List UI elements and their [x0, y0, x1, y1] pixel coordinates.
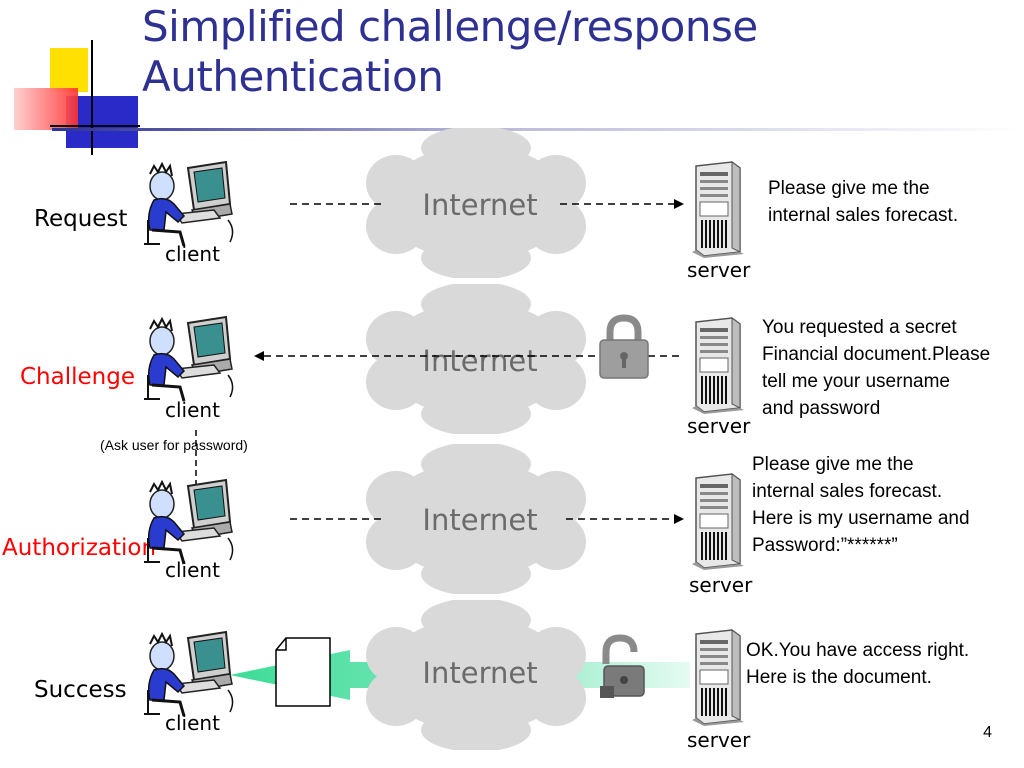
client-computer-icon — [140, 160, 240, 250]
server-label: server — [687, 728, 751, 752]
internet-label: Internet — [422, 188, 538, 222]
internet-label: Internet — [422, 656, 538, 690]
step-label-challenge: Challenge — [20, 364, 135, 390]
server-tower-icon — [688, 628, 748, 728]
server-label: server — [689, 573, 753, 597]
server-label: server — [687, 414, 751, 438]
page-title: Simplified challenge/response Authentica… — [142, 2, 1002, 102]
client-label: client — [165, 711, 220, 735]
title-line-2: Authentication — [142, 52, 444, 101]
client-computer-icon — [140, 478, 240, 568]
server-tower-icon — [688, 316, 748, 416]
logo-squares-icon — [14, 40, 140, 155]
padlock-closed-icon — [594, 312, 654, 382]
page-number: 4 — [983, 724, 992, 741]
client-label: client — [165, 242, 220, 266]
client-label: client — [165, 398, 220, 422]
challenge-message: You requested a secret Financial documen… — [762, 317, 991, 419]
step-label-authorization: Authorization — [2, 535, 157, 561]
document-icon — [275, 637, 331, 707]
server-tower-icon — [688, 472, 748, 572]
title-line-1: Simplified challenge/response — [142, 2, 758, 51]
server-tower-icon — [688, 160, 748, 260]
authorization-message: Please give me the internal sales foreca… — [752, 454, 970, 556]
request-message: Please give me the internal sales foreca… — [768, 178, 959, 226]
title-rule — [52, 128, 1024, 131]
request-arrow — [290, 199, 684, 209]
internet-label: Internet — [422, 503, 538, 537]
internet-label: Internet — [422, 344, 538, 378]
client-label: client — [165, 558, 220, 582]
ask-user-note: (Ask user for password) — [100, 437, 248, 453]
step-label-success: Success — [34, 677, 127, 703]
step-label-request: Request — [34, 206, 128, 232]
client-computer-icon — [140, 315, 240, 405]
server-label: server — [687, 258, 751, 282]
authorization-arrow — [290, 514, 684, 524]
padlock-open-icon — [596, 634, 656, 704]
success-message: OK.You have access right. Here is the do… — [746, 640, 970, 688]
client-computer-icon — [140, 630, 240, 720]
